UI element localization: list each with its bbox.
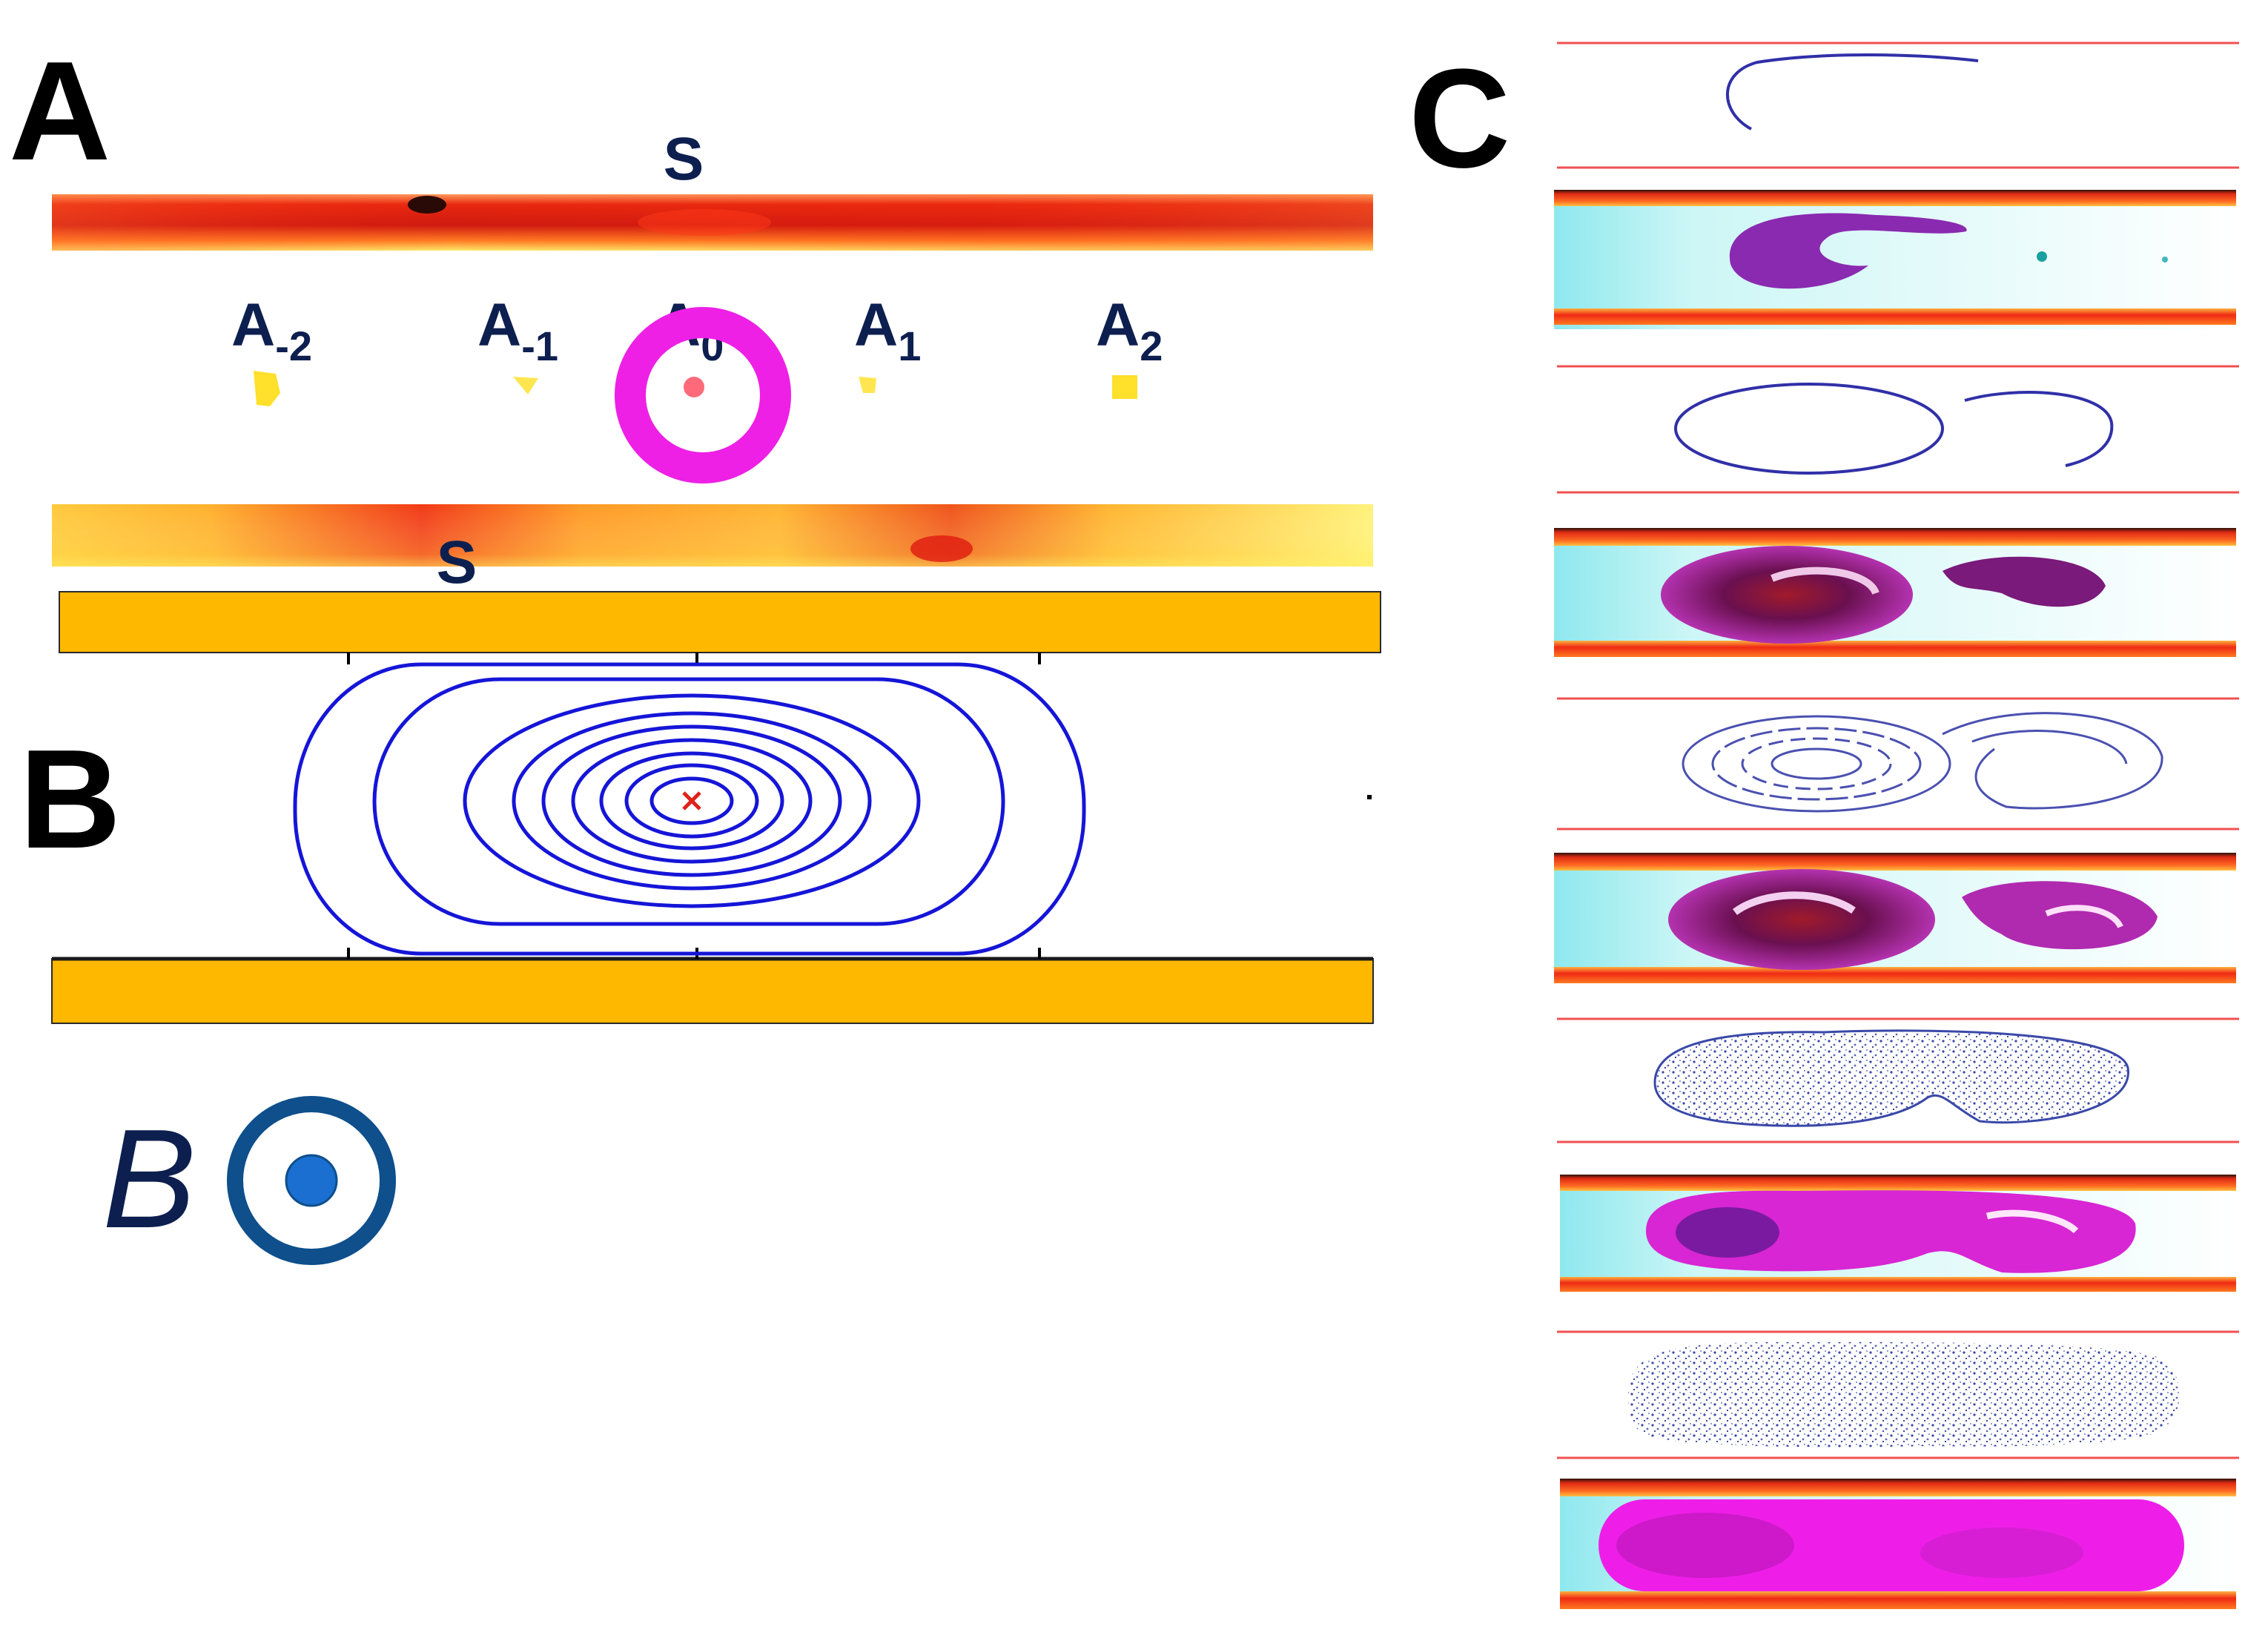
panel-b-letter: B [19, 721, 121, 878]
contour-line [649, 776, 734, 825]
panel-c-letter: C [1409, 40, 1510, 197]
panel-c: C [1409, 40, 2239, 1609]
frame-1-simulation [1557, 42, 2239, 169]
contour-line [624, 763, 759, 839]
frame-4-experiment [1554, 528, 2236, 657]
top-heat-strip [52, 194, 1373, 251]
point-label-a-minus1: A-1 [477, 291, 558, 369]
panel-b: B B [19, 591, 1381, 1265]
point-label-a1: A1 [854, 291, 921, 369]
point-marker-a-minus1 [513, 377, 538, 394]
streamline-contours [293, 662, 1086, 956]
contour-line [541, 724, 842, 877]
contour-line [293, 662, 1086, 956]
contour-line [512, 711, 872, 891]
frame-8-experiment [1560, 1175, 2236, 1292]
contour-line [463, 693, 921, 908]
frame-3-simulation [1557, 365, 2239, 494]
frame-2-experiment [1554, 190, 2236, 329]
surface-label-bottom: S [437, 529, 477, 596]
lower-plate [51, 958, 1374, 1024]
frame-7-simulation [1557, 1017, 2239, 1143]
panel-a: A S A-2 A-1 A0 A1 A2 S [9, 33, 1373, 596]
axis-dot [1367, 795, 1372, 799]
upper-plate [59, 591, 1381, 653]
point-label-a2: A2 [1096, 291, 1163, 369]
contour-line [372, 677, 1005, 926]
frame-5-simulation [1557, 697, 2239, 831]
point-marker-a1 [859, 377, 876, 393]
point-marker-a-minus2 [254, 371, 280, 406]
frame-6-experiment [1554, 853, 2236, 983]
contour-line [599, 751, 784, 851]
contour-line [571, 738, 813, 864]
frame-10-experiment [1560, 1479, 2236, 1609]
point-marker-a2 [1112, 375, 1137, 399]
vortex-center-marker [682, 791, 701, 810]
surface-label-top: S [664, 125, 704, 193]
point-label-a-minus2: A-2 [231, 291, 312, 369]
magnetic-field-label: B [102, 1100, 196, 1258]
frame-9-simulation [1557, 1330, 2239, 1459]
a0-magenta-ring [615, 307, 791, 483]
panel-a-letter: A [9, 33, 110, 190]
out-of-page-field-icon [227, 1096, 396, 1265]
bottom-heat-strip [52, 504, 1373, 567]
magnetic-field-symbol: B [102, 1096, 396, 1265]
